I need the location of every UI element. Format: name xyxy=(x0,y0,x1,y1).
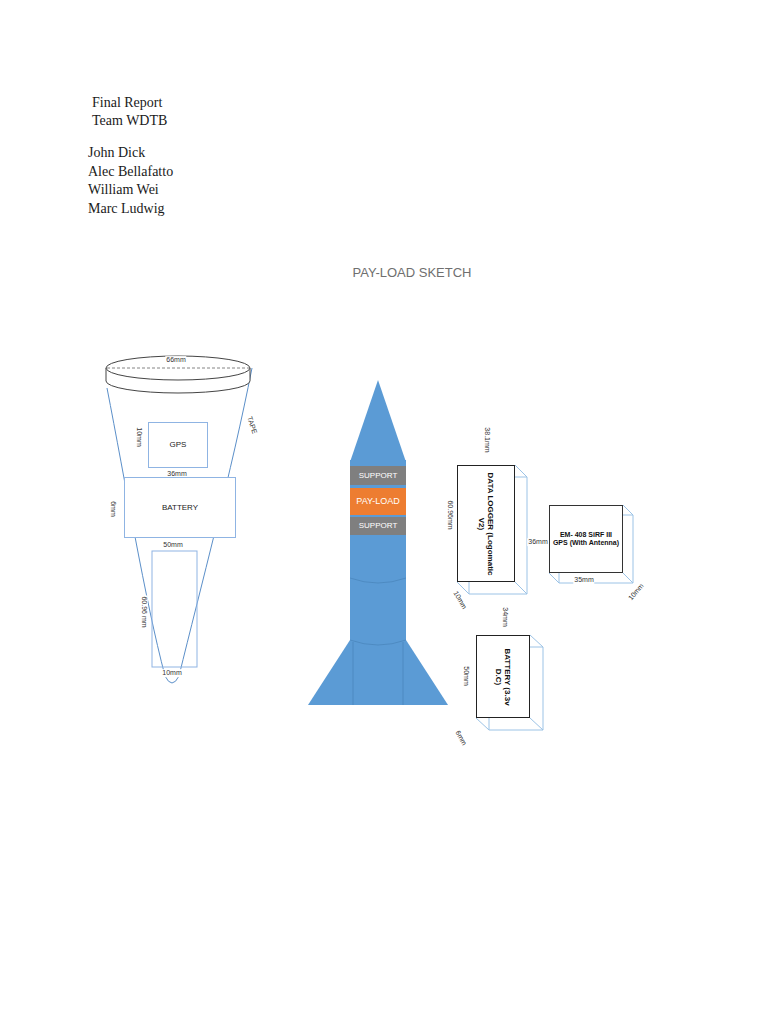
dimension: 35mm xyxy=(573,576,594,584)
box-label: BATTERY (3.3v D.C) xyxy=(494,639,512,714)
dimension: 38.1mm xyxy=(483,426,491,453)
member-name: John Dick xyxy=(88,145,145,160)
disk-top xyxy=(106,356,250,380)
box-label: EM- 408 SiRF III GPS (With Antenna) xyxy=(552,531,620,547)
dimension: 10mm xyxy=(135,426,143,447)
gps-receiver-box: EM- 408 SiRF III GPS (With Antenna) xyxy=(549,505,623,573)
report-heading: Final Report xyxy=(92,95,162,110)
logger-outline xyxy=(152,551,197,667)
dimension: 6mm xyxy=(453,728,468,747)
member-name: Alec Bellafatto xyxy=(88,164,173,179)
diameter-line xyxy=(107,368,249,369)
fin xyxy=(308,640,350,705)
dimension: 60.96mm xyxy=(446,499,454,530)
box-label: SUPPORT xyxy=(353,471,403,480)
dimension: 50mm xyxy=(162,541,183,549)
battery-box: BATTERY xyxy=(124,477,236,538)
support-band: SUPPORT xyxy=(350,466,406,485)
dimension: 10mm xyxy=(626,581,646,602)
body-seams xyxy=(350,578,406,705)
member-name: Marc Ludwig xyxy=(88,201,165,216)
payload-band: PAY-LOAD xyxy=(350,488,406,515)
dimension: 34mm xyxy=(501,606,509,627)
support-band: SUPPORT xyxy=(350,517,406,535)
cone-outline xyxy=(107,368,252,683)
gps-depth xyxy=(549,505,633,583)
dimension: 36mm xyxy=(527,538,548,546)
dimension: 66mm xyxy=(165,356,186,364)
nose-cone xyxy=(350,380,406,462)
sketch-title: PAY-LOAD SKETCH xyxy=(353,266,472,280)
dimension: 60.96 mm xyxy=(140,595,148,628)
tape-label: TAPE xyxy=(245,414,258,435)
box-label: DATA LOGGER (Logomatic V2) xyxy=(477,469,495,578)
data-logger-box: DATA LOGGER (Logomatic V2) xyxy=(457,465,515,582)
battery-depth xyxy=(476,635,543,730)
box-label: SUPPORT xyxy=(353,521,403,530)
dimension: 10mm xyxy=(451,589,468,611)
box-label: PAY-LOAD xyxy=(353,496,403,506)
rocket-body xyxy=(350,460,406,705)
dimension: 6mm xyxy=(109,500,117,518)
box-label: BATTERY xyxy=(127,503,233,512)
fin xyxy=(406,640,448,705)
gps-module-box: GPS xyxy=(148,422,208,468)
box-label: GPS xyxy=(151,440,205,449)
member-name: William Wei xyxy=(88,182,159,197)
team-name: Team WDTB xyxy=(92,113,167,128)
dimension: 10mm xyxy=(161,669,182,677)
battery-pack-box: BATTERY (3.3v D.C) xyxy=(476,635,530,718)
dimension: 50mm xyxy=(462,665,470,686)
logger-depth xyxy=(457,465,527,594)
